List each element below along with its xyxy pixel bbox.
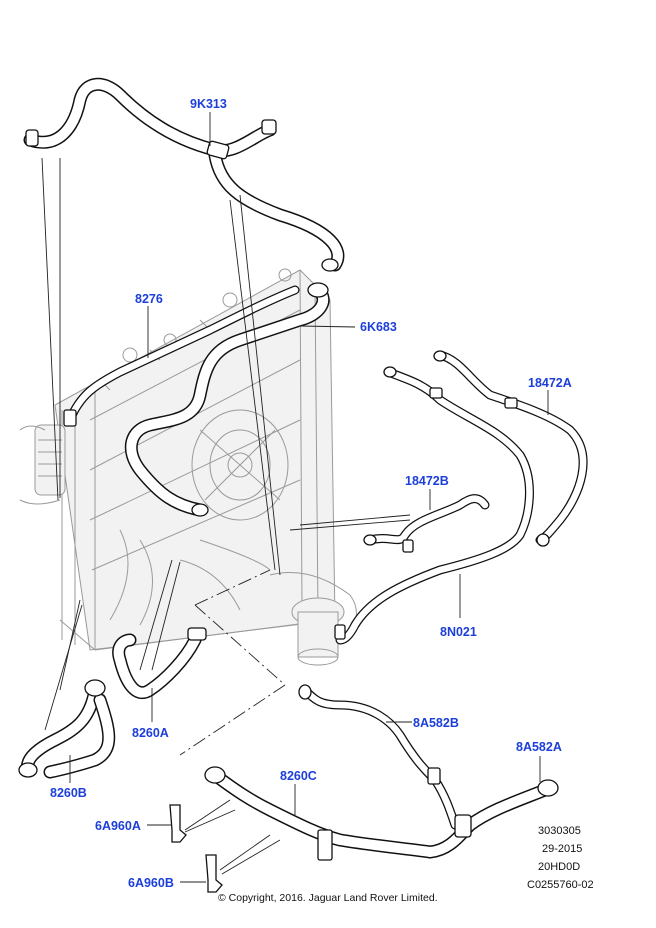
leader-lines bbox=[41, 112, 549, 883]
connection-line-1 bbox=[194, 569, 271, 606]
callout-6K683: 6K683 bbox=[360, 320, 397, 334]
connection-line-2 bbox=[194, 604, 286, 686]
connection-line-3 bbox=[179, 684, 286, 756]
reference-line-2: 29-2015 bbox=[542, 843, 582, 855]
callout-8A582B: 8A582B bbox=[413, 716, 459, 730]
reference-line-4: C0255760-02 bbox=[527, 879, 594, 891]
bracket-6A960A bbox=[169, 804, 187, 843]
hose-8260B bbox=[18, 679, 116, 779]
callout-8260B: 8260B bbox=[50, 786, 87, 800]
bracket-6A960B bbox=[205, 854, 223, 893]
hose-8260C bbox=[204, 766, 559, 861]
callout-8260C: 8260C bbox=[280, 769, 317, 783]
callout-6A960B: 6A960B bbox=[128, 876, 174, 890]
callout-9K313: 9K313 bbox=[190, 97, 227, 111]
hose-8N021 bbox=[334, 366, 534, 645]
radiator-assembly-ghost bbox=[19, 268, 357, 666]
reference-line-3: 20HD0D bbox=[538, 861, 580, 873]
callout-8260A: 8260A bbox=[132, 726, 169, 740]
callout-18472A: 18472A bbox=[528, 376, 572, 390]
copyright-notice: © Copyright, 2016. Jaguar Land Rover Lim… bbox=[218, 892, 438, 904]
hose-6K683 bbox=[124, 282, 330, 517]
callout-6A960A: 6A960A bbox=[95, 819, 141, 833]
callout-18472B: 18472B bbox=[405, 474, 449, 488]
pipe-8276 bbox=[63, 285, 300, 427]
hose-9K313 bbox=[23, 77, 345, 272]
callout-8A582A: 8A582A bbox=[516, 740, 562, 754]
callout-8276: 8276 bbox=[135, 292, 163, 306]
hose-8A582B bbox=[298, 684, 460, 830]
hose-18472B bbox=[363, 494, 490, 553]
callout-8N021: 8N021 bbox=[440, 625, 477, 639]
hose-8260A bbox=[112, 627, 207, 699]
hose-18472A bbox=[433, 350, 588, 547]
reference-line-1: 3030305 bbox=[538, 825, 581, 837]
